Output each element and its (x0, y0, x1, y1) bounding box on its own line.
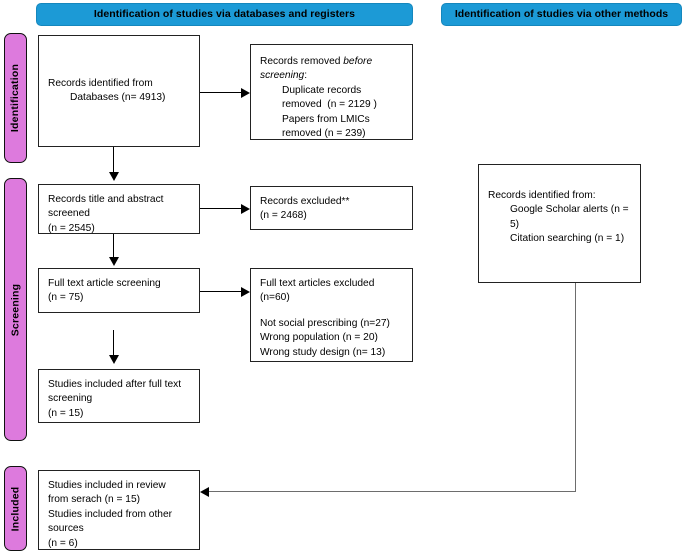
box-title-abstract-line-3: (n = 2545) (48, 222, 95, 234)
box-removed-line-4: removed (n = 2129 ) (282, 99, 377, 111)
arrowhead-other-sources-to-included (200, 487, 209, 497)
box-other-sources-line-1: Records identified from: (488, 190, 596, 201)
phase-label-screening: Screening (4, 178, 27, 441)
box-other-sources-line-4: Citation searching (n = 1) (510, 233, 625, 245)
box-fulltext-excluded-line-4: Wrong population (n = 20) (260, 332, 378, 344)
box-full-text-article-screening: Full text article screening (n = 75) (38, 268, 200, 313)
box-fulltext-screening-line-2: (n = 75) (48, 292, 84, 304)
box-removed-line-3: Duplicate records (282, 84, 362, 96)
connector-fulltext-to-after-fulltext (113, 330, 115, 356)
connector-identified-to-removed (200, 92, 241, 94)
box-removed-line-2-tail: : (304, 70, 308, 82)
box-included-final-line-2: from serach (n = 15) (48, 494, 141, 506)
phase-label-screening-text: Screening (9, 283, 22, 336)
connector-screened-to-excluded (200, 208, 241, 210)
box-included-final-line-3: Studies included from other (48, 508, 173, 520)
phase-label-included-text: Included (9, 486, 22, 531)
box-included-final-line-4: sources (48, 523, 84, 535)
connector-identified-to-screened (113, 147, 115, 173)
banner-other-methods: Identification of studies via other meth… (441, 3, 682, 26)
box-records-excluded-line-2: (n = 2468) (260, 210, 307, 222)
box-identified-line-2: Databases (n= 4913) (70, 92, 166, 103)
box-included-final-line-1: Studies included in review (48, 480, 166, 491)
box-after-fulltext-line-3: (n = 15) (48, 407, 84, 419)
arrowhead-fulltext-to-excluded (241, 287, 250, 297)
arrowhead-screened-to-fulltext (109, 257, 119, 266)
box-identified-line-1: Records identified from (48, 77, 153, 89)
connector-other-sources-vertical (575, 283, 577, 492)
box-removed-line-2-emphasis: screening (260, 70, 305, 82)
box-other-sources-line-3: 5) (510, 218, 520, 230)
box-records-identified-from-databases: Records identified from Databases (n= 49… (38, 35, 200, 147)
box-other-sources-line-2: Google Scholar alerts (n = (510, 204, 629, 216)
phase-label-identification-text: Identification (9, 63, 22, 133)
phase-label-included: Included (4, 466, 27, 551)
box-full-text-articles-excluded: Full text articles excluded (n=60) Not s… (250, 268, 413, 362)
box-removed-line-6: removed (n = 239) (282, 128, 366, 140)
banner-databases-and-registers: Identification of studies via databases … (36, 3, 413, 26)
box-records-excluded-line-1: Records excluded** (260, 196, 350, 207)
connector-fulltext-to-excluded (200, 291, 241, 293)
box-records-removed-before-screening: Records removed before screening: Duplic… (250, 44, 413, 140)
box-fulltext-excluded-spacer (260, 306, 403, 317)
box-studies-included-after-full-text: Studies included after full text screeni… (38, 369, 200, 423)
phase-label-identification: Identification (4, 33, 27, 163)
box-removed-line-2: screening: (260, 69, 403, 83)
box-included-final-line-5: (n = 6) (48, 537, 78, 549)
box-fulltext-excluded-line-1: Full text articles excluded (260, 278, 375, 289)
connector-other-sources-horizontal (209, 491, 576, 493)
box-removed-line-1: Records removed before (260, 55, 403, 69)
box-fulltext-excluded-line-5: Wrong study design (n= 13) (260, 346, 386, 358)
box-title-abstract-line-2: screened (48, 208, 90, 220)
box-removed-line-5: Papers from LMICs (282, 113, 370, 125)
box-title-abstract-line-1: Records title and abstract (48, 194, 164, 205)
box-fulltext-excluded-line-2: (n=60) (260, 292, 290, 304)
box-after-fulltext-line-1: Studies included after full text (48, 379, 182, 390)
box-fulltext-screening-line-1: Full text article screening (48, 278, 161, 289)
box-studies-included-in-review: Studies included in review from serach (… (38, 470, 200, 550)
box-removed-line-1-emphasis: before (343, 56, 373, 67)
box-records-title-abstract-screened: Records title and abstract screened (n =… (38, 184, 200, 234)
arrowhead-identified-to-screened (109, 172, 119, 181)
arrowhead-screened-to-excluded (241, 204, 250, 214)
box-fulltext-excluded-line-3: Not social prescribing (n=27) (260, 317, 390, 329)
box-records-identified-other-sources: Records identified from: Google Scholar … (478, 164, 641, 283)
arrowhead-fulltext-to-after-fulltext (109, 355, 119, 364)
box-after-fulltext-line-2: screening (48, 393, 93, 405)
arrowhead-identified-to-removed (241, 88, 250, 98)
box-records-excluded: Records excluded** (n = 2468) (250, 186, 413, 230)
connector-screened-to-fulltext (113, 234, 115, 258)
box-removed-line-1-text: Records removed (260, 56, 344, 67)
